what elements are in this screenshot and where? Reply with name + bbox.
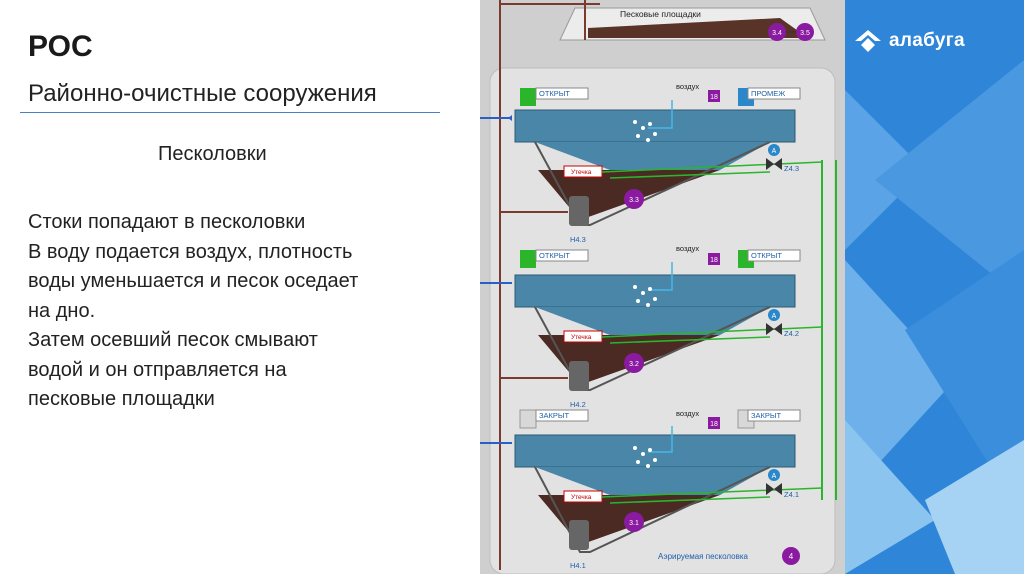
pump-label: Н4.1 [570,561,586,570]
leak-label: Утечка [571,169,592,176]
brand-logo: алабуга [855,30,965,52]
body-line: песковые площадки [28,388,215,410]
body-line: на дно. [28,299,96,322]
slide-title: РОС [28,30,93,63]
body-line: водой и он отправляется на [28,358,287,381]
air-label: воздух [676,82,699,91]
air-label: воздух [676,244,699,253]
sand-beds: Песковые площадки 3.4 3.5 [559,7,826,41]
pump-label: Н4.3 [570,235,586,244]
air-badge: 18 [710,94,718,101]
unit-badge: 3.2 [629,361,639,368]
sand-trap-unit: ЗАКРЫТ ЗАКРЫТ воздух 18 Утечка A Z4.1 Н4… [480,409,823,570]
sand-badge [768,23,786,41]
body-line: воды уменьшается и песок оседает [28,270,359,292]
leak-label: Утечка [571,334,592,341]
slide-subtitle: Районно-очистные сооружения [28,80,377,107]
sand-trap-unit: ОТКРЫТ ОТКРЫТ воздух 18 Утечка A Z4.2 Н4… [480,244,823,409]
air-badge: 18 [710,257,718,264]
logo-icon [855,30,881,52]
gate-status[interactable]: ЗАКРЫТ [751,411,782,420]
slide-body: Стоки попадают в песколовки В воду подае… [28,208,448,415]
brand-panel [845,0,1024,574]
title-divider [20,112,440,113]
sand-beds-label: Песковые площадки [620,9,701,19]
valve-label: Z4.1 [784,490,799,499]
footer-label: Аэрируемая песколовка [658,552,749,561]
air-badge: 18 [710,421,718,428]
valve-badge: A [772,148,777,155]
gate-status[interactable]: ОТКРЫТ [751,251,782,260]
valve-badge: A [772,313,777,320]
pump-label: Н4.2 [570,400,586,409]
footer-badge: 4 [789,552,794,561]
sand-trap-unit: ОТКРЫТ ПРОМЕЖ воздух 18 Утечка A Z4.3 Н4… [480,82,823,244]
gate-status[interactable]: ЗАКРЫТ [539,411,570,420]
valve-label: Z4.2 [784,329,799,338]
valve-label: Z4.3 [784,164,799,173]
gate-status[interactable]: ПРОМЕЖ [751,89,785,98]
brand-name: алабуга [889,30,965,51]
leak-label: Утечка [571,494,592,501]
section-heading: Песколовки [158,143,267,165]
body-line: Стоки попадают в песколовки [28,211,306,233]
valve-badge: A [772,473,777,480]
gate-status[interactable]: ОТКРЫТ [539,251,570,260]
body-line: В воду подается воздух, плотность [28,240,353,263]
sand-badge [796,23,814,41]
gate-status[interactable]: ОТКРЫТ [539,89,570,98]
sand-badge-label: 3.5 [800,30,810,37]
sand-trap-diagram: Песковые площадки 3.4 3.5 ОТКРЫТ ПРОМЕЖ … [480,0,845,574]
unit-badge: 3.1 [629,520,639,527]
sand-badge-label: 3.4 [772,30,782,37]
air-label: воздух [676,409,699,418]
body-line: Затем осевший песок смывают [28,329,318,351]
unit-badge: 3.3 [629,197,639,204]
